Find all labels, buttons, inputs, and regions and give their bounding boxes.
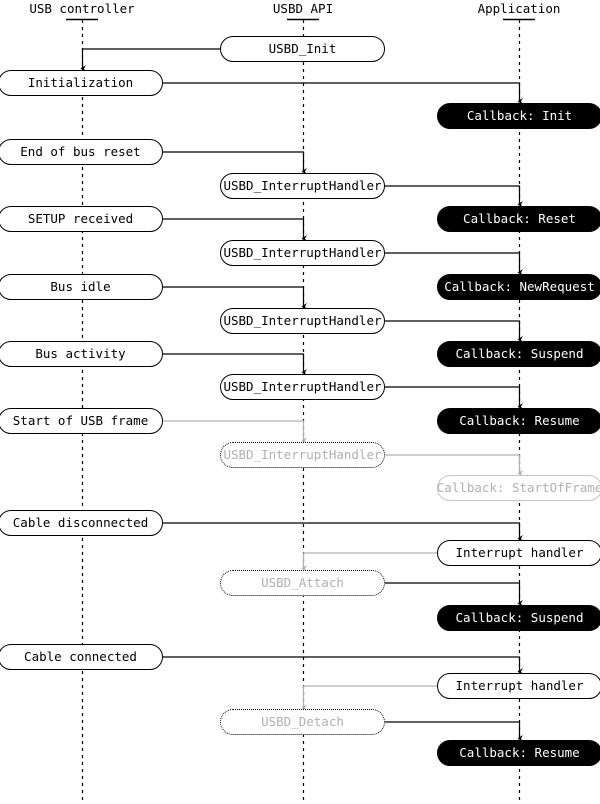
node-callback-reset[interactable]: Callback: Reset: [437, 206, 600, 232]
node-label: USBD_InterruptHandler: [223, 446, 382, 462]
connector-c-detach-to-cbresume2: [385, 721, 523, 742]
node-label: USBD_InterruptHandler: [223, 312, 382, 328]
node-label: Callback: Resume: [459, 412, 580, 428]
node-label: Initialization: [27, 74, 134, 90]
node-label: Callback: Init: [466, 107, 573, 123]
node-label: Bus idle: [50, 278, 111, 294]
node-bus-idle[interactable]: Bus idle: [0, 274, 163, 300]
connector-c-busidle-to-ih3: [163, 286, 307, 310]
lane-header-usbd-api: USBD API: [272, 1, 334, 16]
node-callback-resume-2[interactable]: Callback: Resume: [437, 740, 600, 766]
connector-c-disconnect-to-ihapp1: [163, 522, 523, 542]
node-label: USBD_InterruptHandler: [223, 244, 382, 260]
node-cable-disconnected[interactable]: Cable disconnected: [0, 510, 163, 536]
connector-c-ihapp1-to-attach: [301, 552, 437, 572]
node-label: USBD_InterruptHandler: [223, 177, 382, 193]
node-interrupt-handler-2[interactable]: USBD_InterruptHandler: [220, 240, 385, 266]
connector-c-ih5-to-cbsof: [385, 454, 523, 477]
connector-c-init-to-cbinit: [163, 82, 523, 105]
connector-c-sof-to-ih5: [163, 420, 307, 444]
node-callback-startofframe[interactable]: Callback: StartOfFrame: [437, 475, 600, 501]
node-cable-connected[interactable]: Cable connected: [0, 644, 163, 670]
node-callback-init[interactable]: Callback: Init: [437, 103, 600, 129]
connector-c-ih1-to-cbreset: [385, 185, 523, 208]
node-label: Cable connected: [24, 648, 137, 664]
node-label: Start of USB frame: [12, 412, 149, 428]
node-label: Callback: NewRequest: [444, 278, 595, 294]
node-label: USBD_Attach: [261, 574, 344, 590]
node-usbd-init[interactable]: USBD_Init: [220, 36, 385, 62]
node-label: SETUP received: [27, 210, 134, 226]
node-label: Callback: Suspend: [455, 345, 584, 361]
node-end-of-bus-reset[interactable]: End of bus reset: [0, 139, 163, 165]
node-setup-received[interactable]: SETUP received: [0, 206, 163, 232]
connector-c-busactivity-to-ih4: [163, 353, 307, 376]
node-interrupt-handler-4[interactable]: USBD_InterruptHandler: [220, 374, 385, 400]
connector-c-setup-to-ih2: [163, 218, 307, 242]
node-callback-suspend-1[interactable]: Callback: Suspend: [437, 341, 600, 367]
node-label: USBD_InterruptHandler: [223, 378, 382, 394]
node-label: Callback: Resume: [459, 744, 580, 760]
node-bus-activity[interactable]: Bus activity: [0, 341, 163, 367]
node-label: Interrupt handler: [455, 677, 584, 693]
connector-c-ihapp2-to-detach: [301, 685, 437, 711]
connector-c-ih2-to-cbnewreq: [385, 252, 523, 276]
connector-c-attach-to-cbsuspend2: [385, 582, 523, 607]
node-callback-newrequest[interactable]: Callback: NewRequest: [437, 274, 600, 300]
node-callback-resume-1[interactable]: Callback: Resume: [437, 408, 600, 434]
node-callback-suspend-2[interactable]: Callback: Suspend: [437, 605, 600, 631]
node-interrupt-handler-5[interactable]: USBD_InterruptHandler: [220, 442, 385, 468]
connector-c-reset-to-ih1: [163, 151, 307, 175]
node-label: Callback: Suspend: [455, 609, 584, 625]
node-interrupt-handler-3[interactable]: USBD_InterruptHandler: [220, 308, 385, 334]
node-usbd-attach[interactable]: USBD_Attach: [220, 570, 385, 596]
connector-c-ih4-to-cbresume: [385, 386, 523, 410]
node-label: USBD_Init: [268, 40, 337, 56]
connector-c-ih3-to-cbsuspend: [385, 320, 523, 343]
connectors-group: [80, 48, 523, 742]
node-interrupt-handler-1[interactable]: USBD_InterruptHandler: [220, 173, 385, 199]
node-start-of-usb-frame[interactable]: Start of USB frame: [0, 408, 163, 434]
lane-header-usb-controller: USB controller: [29, 1, 135, 16]
node-label: Callback: StartOfFrame: [437, 479, 600, 495]
node-usbd-detach[interactable]: USBD_Detach: [220, 709, 385, 735]
node-label: USBD_Detach: [261, 713, 344, 729]
node-label: Bus activity: [35, 345, 126, 361]
node-label: Callback: Reset: [463, 210, 576, 226]
connector-c-connect-to-ihapp2: [163, 656, 523, 675]
node-interrupt-handler-app-1[interactable]: Interrupt handler: [437, 540, 600, 566]
node-label: End of bus reset: [20, 143, 141, 159]
node-label: Interrupt handler: [455, 544, 584, 560]
connector-c-usbdinit-to-init: [80, 48, 220, 72]
lane-header-application: Application: [477, 1, 561, 16]
node-initialization[interactable]: Initialization: [0, 70, 163, 96]
node-label: Cable disconnected: [12, 514, 149, 530]
node-interrupt-handler-app-2[interactable]: Interrupt handler: [437, 673, 600, 699]
